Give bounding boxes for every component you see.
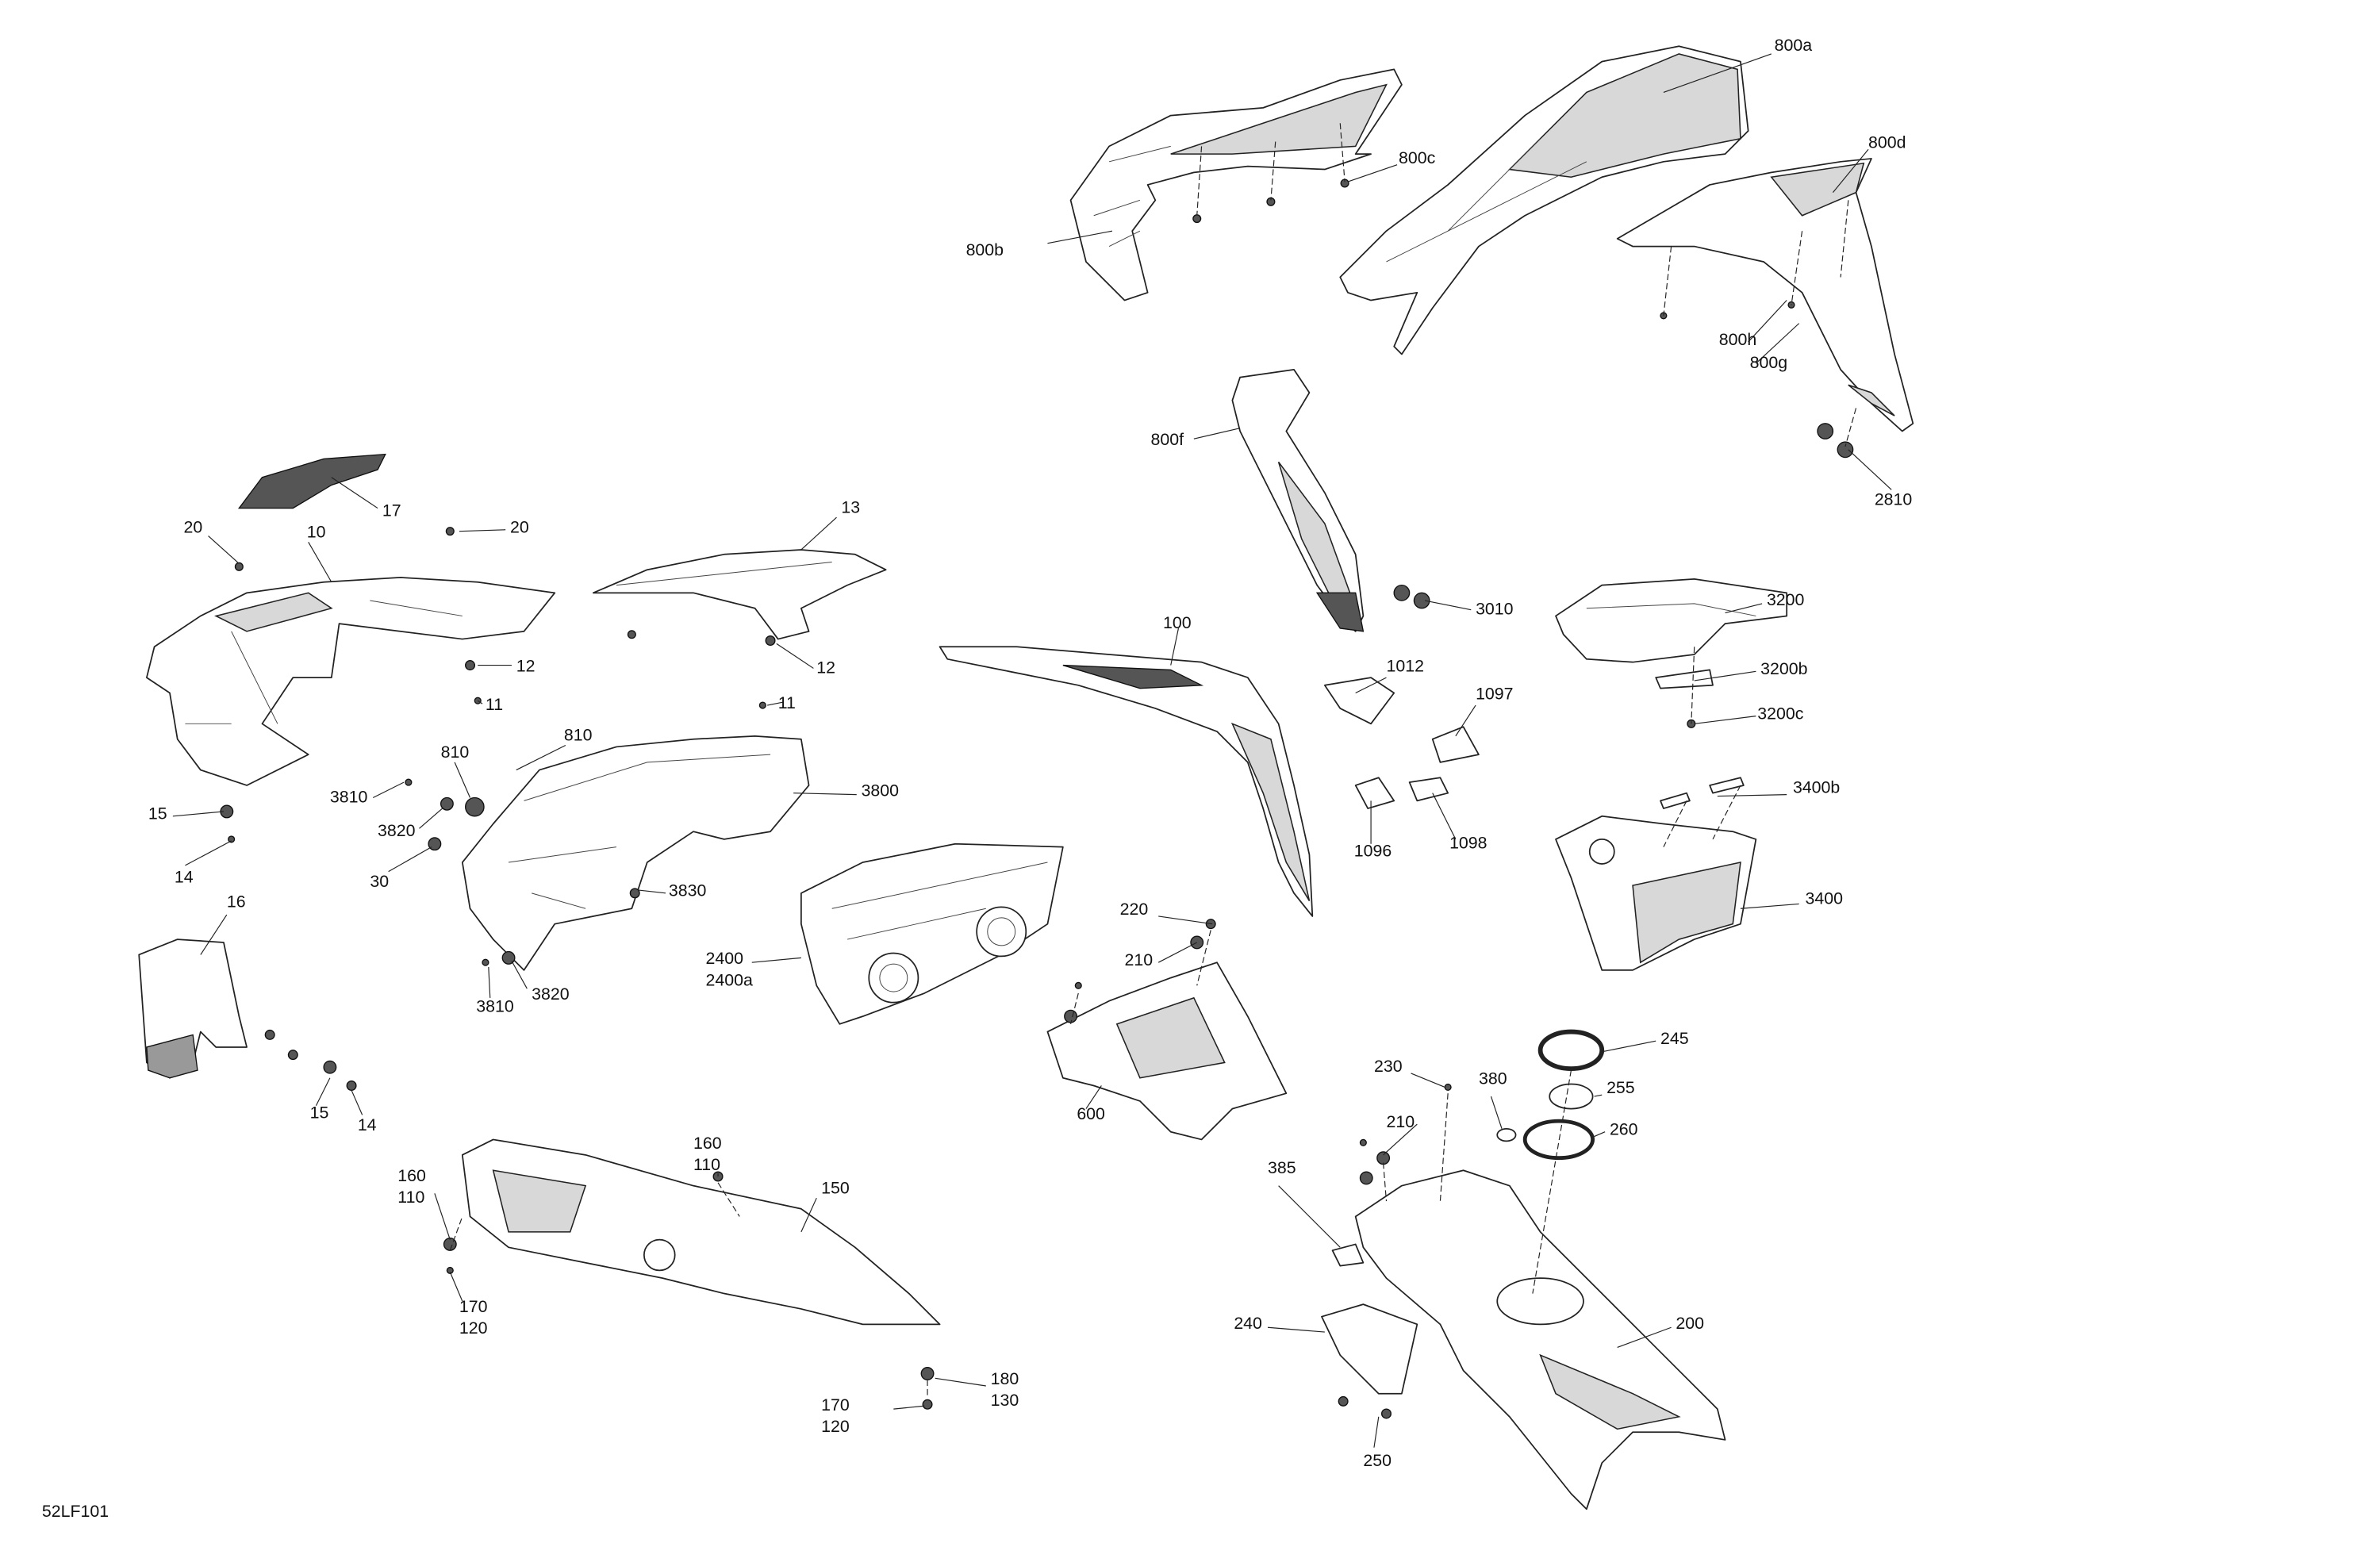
part-800a-upper-cowl bbox=[1339, 45, 1749, 355]
label-210: 210 bbox=[1386, 1112, 1415, 1131]
label-3200b: 3200b bbox=[1760, 659, 1807, 678]
part-600-panel bbox=[1046, 961, 1288, 1141]
label-3830: 3830 bbox=[669, 881, 707, 900]
label-380: 380 bbox=[1479, 1069, 1507, 1088]
label-180: 180 bbox=[991, 1369, 1019, 1388]
label-800b: 800b bbox=[966, 240, 1004, 259]
label-120: 120 bbox=[821, 1417, 850, 1436]
label-15: 15 bbox=[148, 804, 167, 823]
label-3200: 3200 bbox=[1767, 590, 1805, 609]
label-160: 160 bbox=[397, 1166, 426, 1185]
label-3010: 3010 bbox=[1476, 600, 1514, 619]
label-20: 20 bbox=[183, 518, 202, 537]
label-800h: 800h bbox=[1719, 330, 1756, 349]
label-100: 100 bbox=[1163, 613, 1192, 632]
part-3800-gauge-housing bbox=[461, 735, 810, 971]
label-2810: 2810 bbox=[1875, 490, 1913, 509]
label-1012: 1012 bbox=[1386, 656, 1423, 675]
label-3400b: 3400b bbox=[1793, 778, 1840, 797]
label-30: 30 bbox=[370, 872, 389, 891]
label-3800: 3800 bbox=[862, 781, 900, 800]
callout-labels: 800a 800c 800b 800d 800h 800g 2810 800f … bbox=[42, 36, 1913, 1521]
part-3400-storage-bin bbox=[1555, 777, 1757, 971]
label-110: 110 bbox=[693, 1155, 720, 1174]
label-11: 11 bbox=[778, 693, 796, 712]
label-20: 20 bbox=[510, 518, 529, 537]
diagram-id: 52LF101 bbox=[42, 1502, 109, 1521]
label-260: 260 bbox=[1610, 1120, 1638, 1139]
label-220: 220 bbox=[1120, 900, 1149, 919]
label-200: 200 bbox=[1676, 1314, 1704, 1333]
label-810: 810 bbox=[441, 743, 470, 762]
label-14: 14 bbox=[358, 1115, 377, 1134]
leader-lines bbox=[172, 53, 1892, 1448]
fasteners bbox=[220, 178, 1795, 1419]
label-800f: 800f bbox=[1151, 430, 1184, 449]
label-15: 15 bbox=[310, 1103, 329, 1122]
label-120: 120 bbox=[459, 1318, 488, 1338]
label-13: 13 bbox=[841, 497, 860, 516]
label-150: 150 bbox=[821, 1178, 850, 1197]
label-160: 160 bbox=[693, 1134, 722, 1153]
label-12: 12 bbox=[516, 656, 536, 675]
label-240: 240 bbox=[1234, 1314, 1262, 1333]
label-3810: 3810 bbox=[330, 787, 368, 806]
label-245: 245 bbox=[1660, 1029, 1689, 1048]
label-1097: 1097 bbox=[1476, 684, 1513, 703]
label-17: 17 bbox=[382, 501, 401, 520]
label-2400a: 2400a bbox=[706, 970, 753, 989]
label-110: 110 bbox=[397, 1188, 424, 1207]
part-13-top-trim bbox=[592, 549, 887, 640]
part-800b-front-fairing bbox=[1069, 68, 1403, 301]
part-10-front-nose bbox=[146, 577, 556, 786]
part-17-grille bbox=[238, 453, 386, 509]
label-170: 170 bbox=[459, 1297, 488, 1316]
part-200-rear-body bbox=[1354, 1169, 1726, 1510]
label-2400: 2400 bbox=[706, 949, 744, 968]
label-3400: 3400 bbox=[1805, 889, 1843, 908]
label-800c: 800c bbox=[1399, 148, 1436, 167]
label-800a: 800a bbox=[1775, 36, 1813, 55]
label-800d: 800d bbox=[1868, 132, 1906, 152]
label-130: 130 bbox=[991, 1391, 1019, 1410]
label-1098: 1098 bbox=[1449, 834, 1487, 853]
label-10: 10 bbox=[307, 522, 326, 541]
part-small-trims bbox=[1323, 423, 1854, 809]
part-16-mirror bbox=[138, 938, 248, 1079]
part-3200-cover bbox=[1555, 578, 1788, 728]
label-230: 230 bbox=[1374, 1057, 1403, 1076]
part-150-lower-side-panel bbox=[461, 1138, 941, 1326]
label-600: 600 bbox=[1077, 1104, 1105, 1123]
label-16: 16 bbox=[227, 892, 246, 911]
label-210: 210 bbox=[1125, 950, 1154, 969]
part-100-center-panel bbox=[939, 646, 1314, 917]
label-1096: 1096 bbox=[1354, 841, 1392, 860]
label-3200c: 3200c bbox=[1757, 704, 1803, 724]
part-800f-side-trim bbox=[1231, 368, 1365, 632]
label-3820: 3820 bbox=[532, 985, 570, 1004]
part-800d-side-panel bbox=[1616, 158, 1914, 432]
label-810: 810 bbox=[564, 726, 593, 745]
label-11: 11 bbox=[486, 695, 503, 714]
part-2400-headlight bbox=[800, 843, 1064, 1025]
label-255: 255 bbox=[1606, 1078, 1635, 1097]
label-3820: 3820 bbox=[378, 821, 416, 840]
label-12: 12 bbox=[816, 658, 835, 677]
label-14: 14 bbox=[175, 867, 194, 886]
label-170: 170 bbox=[821, 1395, 850, 1414]
label-385: 385 bbox=[1268, 1158, 1296, 1177]
label-250: 250 bbox=[1363, 1451, 1392, 1470]
label-3810: 3810 bbox=[476, 996, 514, 1015]
label-800g: 800g bbox=[1750, 353, 1787, 372]
